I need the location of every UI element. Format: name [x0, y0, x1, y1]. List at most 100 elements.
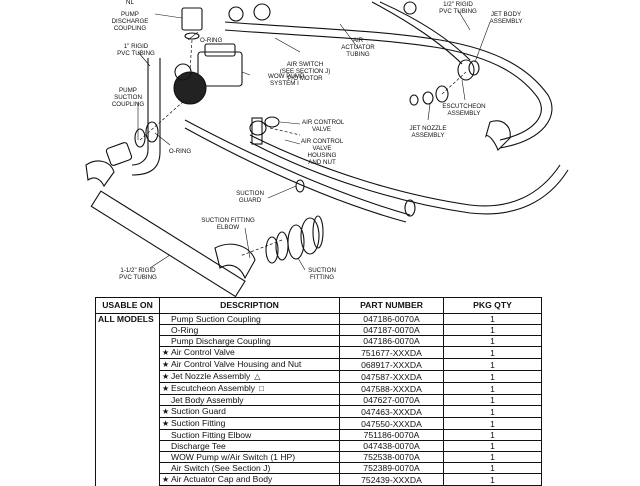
- cell-part-number: 047186-0070A: [339, 313, 444, 325]
- label-rigid-1in-1: 1" RIGID: [124, 43, 149, 50]
- label-acv-housing-4: AND NUT: [308, 159, 336, 166]
- cell-part-number: 047587-XXXDA: [339, 370, 444, 383]
- cell-part-number: 752389-0070A: [339, 462, 444, 474]
- cell-description: Pump Suction Coupling: [159, 313, 340, 325]
- star-icon: ★: [162, 475, 170, 484]
- cell-usable-on: [95, 417, 160, 430]
- cell-usable-on: [95, 358, 160, 371]
- label-air-switch-3: P/O MOTOR: [287, 75, 323, 82]
- label-suction-guard-2: GUARD: [239, 197, 262, 204]
- cell-pkg-qty: 1: [443, 429, 542, 441]
- description-text: Escutcheon Assembly: [171, 383, 256, 394]
- label-air-actuator-3: TUBING: [346, 51, 370, 58]
- cell-description: Jet Body Assembly: [159, 394, 340, 406]
- cell-description: ★Air Control Valve Housing and Nut: [159, 358, 340, 371]
- table-header-row: USABLE ON DESCRIPTION PART NUMBER PKG QT…: [95, 297, 542, 314]
- description-text: Suction Fitting Elbow: [171, 430, 252, 440]
- description-text: Air Control Valve: [171, 347, 235, 358]
- label-oring-mid: O-RING: [169, 148, 192, 155]
- cell-description: O-Ring: [159, 324, 340, 336]
- cell-pkg-qty: 1: [443, 462, 542, 474]
- one-inch-pipe: [131, 58, 149, 166]
- cell-part-number: 047186-0070A: [339, 335, 444, 347]
- label-pump-suction-2: SUCTION: [114, 94, 142, 101]
- cell-description: ★Suction Fitting: [159, 417, 340, 430]
- label-pump-discharge-3: COUPLING: [114, 25, 147, 32]
- cell-pkg-qty: 1: [443, 370, 542, 383]
- cell-usable-on: [95, 451, 160, 463]
- cell-part-number: 047438-0070A: [339, 440, 444, 452]
- cell-description: Suction Fitting Elbow: [159, 429, 340, 441]
- label-suction-fitting-1: SUCTION: [308, 267, 336, 274]
- description-text: Jet Body Assembly: [171, 395, 244, 405]
- cell-part-number: 751677-XXXDA: [339, 346, 444, 359]
- cell-part-number: 047187-0070A: [339, 324, 444, 336]
- label-wow-pump-2: SYSTEM I: [270, 80, 299, 87]
- suction-fitting-shape: [287, 224, 305, 260]
- header-usable-on: USABLE ON: [95, 297, 160, 314]
- label-air-actuator-2: ACTUATOR: [341, 44, 375, 51]
- cell-description: Air Switch (See Section J): [159, 462, 340, 474]
- label-pump-suction-3: COUPLING: [112, 101, 145, 108]
- description-text: WOW Pump w/Air Switch (1 HP): [171, 452, 296, 462]
- label-half-pvc-2: PVC TUBING: [439, 8, 477, 15]
- cell-usable-on: [95, 394, 160, 406]
- square-icon: □: [259, 384, 264, 393]
- label-air-control-valve-1: AIR CONTROL: [302, 119, 345, 126]
- label-suction-elbow-1: SUCTION FITTING: [201, 217, 255, 224]
- tube-lower: [184, 119, 411, 216]
- cell-usable-on: [95, 429, 160, 441]
- one-and-half-pipe: [90, 190, 246, 298]
- description-text: Discharge Tee: [171, 441, 226, 451]
- label-one-half-pvc-2: PVC TUBING: [119, 274, 157, 281]
- cell-pkg-qty: 1: [443, 358, 542, 371]
- label-half-pvc-1: 1/2" RIGID: [443, 1, 473, 8]
- label-air-control-valve-2: VALVE: [312, 126, 331, 133]
- cell-usable-on: [95, 405, 160, 418]
- label-escutcheon-1: ESCUTCHEON: [442, 103, 485, 110]
- label-jet-body-2: ASSEMBLY: [490, 18, 523, 25]
- label-jet-body-1: JET BODY: [491, 11, 521, 18]
- description-text: Suction Fitting: [171, 418, 226, 429]
- cell-pkg-qty: 1: [443, 346, 542, 359]
- header-pkg-qty: PKG QTY: [443, 297, 542, 314]
- label-wow-pump-1: WOW PUMP: [268, 73, 304, 80]
- cell-pkg-qty: 1: [443, 451, 542, 463]
- star-icon: ★: [162, 419, 170, 428]
- cell-description: Discharge Tee: [159, 440, 340, 452]
- cell-pkg-qty: 1: [443, 405, 542, 418]
- label-suction-guard-1: SUCTION: [236, 190, 264, 197]
- cell-pkg-qty: 1: [443, 324, 542, 336]
- cell-part-number: 068917-XXXDA: [339, 358, 444, 371]
- cell-usable-on: [95, 346, 160, 359]
- header-description: DESCRIPTION: [159, 297, 340, 314]
- cell-pkg-qty: 1: [443, 440, 542, 452]
- description-text: O-Ring: [171, 325, 199, 335]
- cell-pkg-qty: 1: [443, 417, 542, 430]
- label-rigid-1in-2: PVC TUBING: [117, 50, 155, 57]
- cell-usable-on: [95, 382, 160, 395]
- cell-pkg-qty: 1: [443, 394, 542, 406]
- description-text: Air Control Valve Housing and Nut: [171, 359, 302, 370]
- description-text: Air Actuator Cap and Body: [171, 474, 273, 485]
- label-suction-elbow-2: ELBOW: [217, 224, 240, 231]
- label-suction-fitting-2: FITTING: [310, 274, 334, 281]
- star-icon: ★: [162, 372, 170, 381]
- cell-part-number: 047463-XXXDA: [339, 405, 444, 418]
- description-text: Pump Suction Coupling: [171, 314, 261, 324]
- description-text: Suction Guard: [171, 406, 226, 417]
- label-acv-housing-3: HOUSING: [308, 152, 337, 159]
- cell-description: ★Escutcheon Assembly□: [159, 382, 340, 395]
- cell-usable-on: [95, 335, 160, 347]
- header-part-number: PART NUMBER: [339, 297, 444, 314]
- cell-part-number: 047550-XXXDA: [339, 417, 444, 430]
- cell-part-number: 752538-0070A: [339, 451, 444, 463]
